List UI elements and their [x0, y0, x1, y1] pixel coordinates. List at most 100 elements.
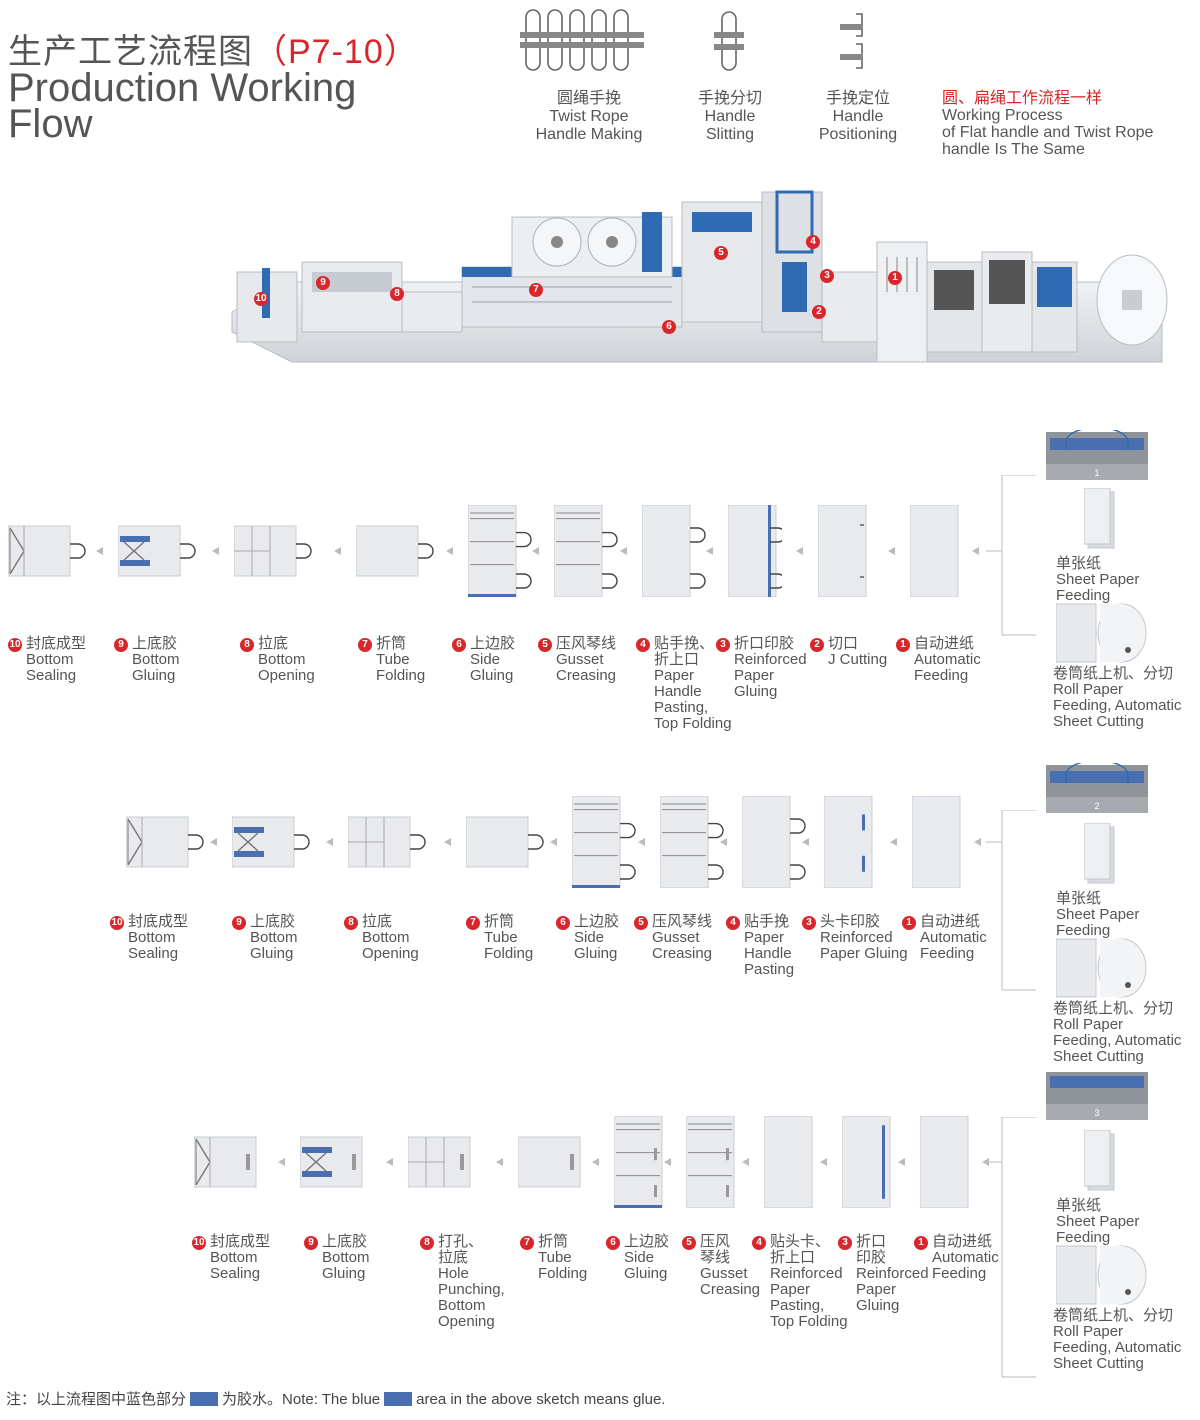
flow-arrow-icon — [96, 547, 103, 555]
process-step-diagram — [659, 795, 724, 893]
sheet-paper-stack-icon — [1084, 488, 1115, 549]
step-number-badge: 4 — [636, 638, 650, 652]
flow-arrow-icon — [550, 838, 557, 846]
flow-arrow-icon — [796, 547, 803, 555]
step-number-badge: 1 — [914, 1236, 928, 1250]
flow-arrow-icon — [974, 838, 981, 846]
step-number-badge: 8 — [240, 638, 254, 652]
machine-step-marker: 7 — [529, 283, 543, 297]
row-number: 1 — [1094, 468, 1099, 478]
process-step-diagram — [355, 505, 442, 602]
machine-step-marker: 9 — [316, 276, 330, 290]
glue-color-swatch — [190, 1392, 219, 1406]
finished-bag-icon: 1 — [1046, 430, 1148, 480]
row-number: 2 — [1094, 801, 1099, 811]
process-step-diagram — [727, 504, 786, 602]
process-step-diagram — [467, 504, 532, 602]
process-step-diagram — [193, 1116, 262, 1213]
flow-arrow-icon — [820, 1158, 827, 1166]
process-step-diagram — [763, 1115, 818, 1213]
handle-positioning-icon — [840, 13, 863, 69]
step-number-badge: 10 — [192, 1236, 206, 1250]
process-step-diagram — [7, 505, 94, 602]
step-number-badge: 10 — [8, 638, 22, 652]
flow-arrow-icon — [212, 547, 219, 555]
process-step-diagram — [407, 1116, 476, 1213]
step-number-badge: 7 — [466, 916, 480, 930]
flow-arrow-icon — [326, 838, 333, 846]
machine-step-marker: 10 — [254, 292, 268, 306]
machine-step-marker: 1 — [888, 271, 902, 285]
sheet-paper-stack-icon — [1084, 1130, 1115, 1191]
process-step-diagram — [909, 504, 964, 602]
step-number-badge: 3 — [838, 1236, 852, 1250]
flow-arrow-icon — [742, 1158, 749, 1166]
machine-step-marker: 6 — [662, 320, 676, 334]
flow-arrow-icon — [898, 1158, 905, 1166]
step-number-badge: 6 — [452, 638, 466, 652]
machine-step-marker: 5 — [714, 246, 728, 260]
process-step-diagram — [641, 504, 706, 602]
page-title-cn: 生产工艺流程图（P7-10） — [8, 33, 419, 71]
step-number-badge: 4 — [752, 1236, 766, 1250]
page-title-en: Production Working Flow — [8, 66, 357, 146]
sheet-paper-stack-icon — [1084, 823, 1115, 884]
process-step-diagram — [125, 796, 212, 893]
step-number-badge: 9 — [232, 916, 246, 930]
production-machine-illustration — [231, 190, 1168, 363]
process-step-diagram — [465, 796, 552, 893]
flow-arrow-icon — [278, 1158, 285, 1166]
process-step-diagram — [685, 1115, 750, 1213]
step-number-badge: 1 — [896, 638, 910, 652]
flow-arrow-icon — [888, 547, 895, 555]
machine-step-marker: 8 — [390, 287, 404, 301]
feeding-bracket — [986, 475, 1036, 636]
flow-arrow-icon — [532, 547, 539, 555]
step-number-badge: 3 — [716, 638, 730, 652]
process-step-diagram — [233, 505, 320, 602]
flow-arrow-icon — [334, 547, 341, 555]
flow-arrow-icon — [592, 1158, 599, 1166]
flow-arrow-icon — [638, 838, 645, 846]
process-step-diagram — [613, 1115, 678, 1213]
finished-bag-icon: 3 — [1046, 1072, 1148, 1120]
step-number-badge: 4 — [726, 916, 740, 930]
step-number-badge: 9 — [114, 638, 128, 652]
step-number-badge: 6 — [556, 916, 570, 930]
flow-arrow-icon — [720, 838, 727, 846]
step-number-badge: 1 — [902, 916, 916, 930]
step-number-badge: 7 — [520, 1236, 534, 1250]
machine-step-marker: 3 — [820, 269, 834, 283]
roll-paper-icon — [1056, 938, 1147, 998]
twist-rope-handle-icon — [520, 9, 644, 71]
step-number-badge: 2 — [810, 638, 824, 652]
finished-bag-icon: 2 — [1046, 763, 1148, 813]
feeding-bracket — [986, 1117, 1036, 1378]
roll-paper-icon — [1056, 1245, 1147, 1305]
step-number-badge: 3 — [802, 916, 816, 930]
